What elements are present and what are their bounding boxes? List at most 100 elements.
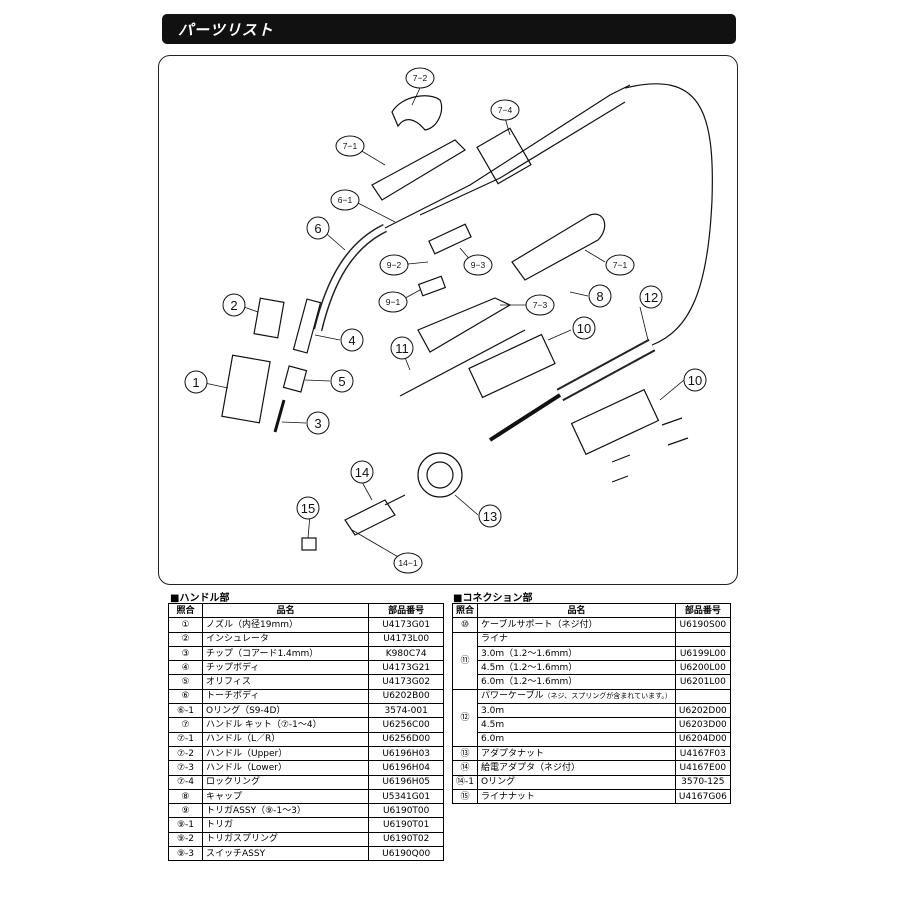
ref-cell: ⑬ bbox=[451, 745, 479, 762]
code-cell: K980C74 bbox=[368, 645, 444, 662]
cable-support-shape bbox=[468, 333, 556, 399]
name-cell: チップボディ bbox=[201, 660, 370, 676]
table-row: ⑩ ケーブルサポート（ネジ付） U6190S00 bbox=[451, 617, 731, 633]
name-cell: 3.0m（1.2～1.6mm） bbox=[477, 645, 676, 662]
name-cell: 6.0m（1.2～1.6mm） bbox=[477, 674, 676, 690]
callout-label: 7−1 bbox=[343, 141, 358, 151]
exploded-diagram-frame bbox=[158, 55, 738, 585]
code-cell: U4173G21 bbox=[368, 660, 444, 676]
ref-cell: ⑥-1 bbox=[168, 703, 203, 719]
name-cell: ハンドル キット（⑦-1～4） bbox=[201, 717, 370, 733]
name-cell: ライナナット bbox=[477, 788, 676, 805]
callout-label: 13 bbox=[483, 509, 497, 524]
connection-section-title: ■コネクション部 bbox=[453, 593, 533, 604]
name-cell: オリフィス bbox=[201, 674, 370, 690]
nozzle-shape bbox=[221, 354, 271, 424]
switch-shape bbox=[428, 223, 472, 255]
callout-label: 3 bbox=[314, 416, 321, 431]
orifice-shape bbox=[282, 365, 308, 393]
callout-label: 1 bbox=[192, 375, 199, 390]
code-cell: U6190T02 bbox=[368, 831, 444, 848]
handle-section-title: ■ハンドル部 bbox=[170, 593, 230, 604]
ref-cell: ⑨ bbox=[168, 803, 203, 819]
ref-cell: ⑫ bbox=[451, 688, 479, 747]
ref-cell: ⑨-3 bbox=[168, 846, 203, 862]
callout-label: 11 bbox=[395, 341, 409, 356]
code-cell: U4167E00 bbox=[674, 760, 731, 776]
table-row: 4.5m（1.2～1.6mm） U6200L00 bbox=[453, 660, 731, 676]
cable-line bbox=[624, 83, 713, 346]
callout-14: 14 bbox=[350, 460, 374, 484]
callout-6: 6 bbox=[306, 216, 330, 240]
code-cell: U6190T00 bbox=[368, 803, 444, 819]
handle-lower-shape bbox=[417, 297, 512, 353]
code-cell: U6202D00 bbox=[674, 703, 731, 719]
handle-left-shape bbox=[371, 139, 466, 201]
code-cell: U6256C00 bbox=[368, 717, 444, 733]
code-cell: U6204D00 bbox=[674, 731, 731, 747]
callout-label: 9−1 bbox=[386, 297, 401, 307]
code-cell: U6190T01 bbox=[368, 817, 444, 833]
callout-label: 7−4 bbox=[498, 105, 513, 115]
callout-label: 2 bbox=[230, 298, 237, 313]
trigger-shape bbox=[417, 275, 447, 297]
callout-11: 11 bbox=[390, 336, 414, 360]
callout-3: 3 bbox=[306, 411, 330, 435]
group-title-cell: パワーケーブル（ネジ、スプリングが含まれています。） bbox=[477, 688, 676, 705]
callout-label: 14 bbox=[355, 465, 369, 480]
code-cell: U6199L00 bbox=[674, 645, 731, 662]
table-row: 3.0m（1.2～1.6mm） U6199L00 bbox=[453, 645, 731, 662]
handle-upper-shape bbox=[391, 95, 443, 131]
callout-7−3: 7−3 bbox=[525, 294, 555, 316]
name-cell: スイッチASSY bbox=[201, 846, 370, 862]
name-header: 品名 bbox=[201, 602, 370, 619]
callout-label: 12 bbox=[644, 290, 658, 305]
code-cell: U6200L00 bbox=[674, 660, 731, 676]
code-cell: U4173G02 bbox=[368, 674, 444, 690]
table-row: 6.0m U6204D00 bbox=[453, 731, 731, 747]
page-title-bar: パーツリスト bbox=[162, 14, 736, 44]
callout-label: 4 bbox=[348, 333, 355, 348]
ref-cell: ⑧ bbox=[168, 788, 203, 805]
table-header-row: 照合 品名 部品番号 bbox=[451, 602, 731, 619]
code-cell: U6196H05 bbox=[368, 774, 444, 790]
adapter-nut-shape bbox=[417, 452, 463, 498]
callout-9−3: 9−3 bbox=[463, 254, 493, 276]
ref-cell: ③ bbox=[168, 645, 203, 662]
ref-cell: ⑭ bbox=[451, 760, 479, 776]
callout-label: 10 bbox=[688, 373, 702, 388]
callout-6−1: 6−1 bbox=[330, 189, 360, 211]
ref-cell: ⑦-1 bbox=[168, 731, 203, 747]
callout-9−2: 9−2 bbox=[379, 254, 409, 276]
callout-15: 15 bbox=[296, 496, 320, 520]
group-title: パワーケーブル bbox=[481, 691, 544, 702]
callout-label: 10 bbox=[577, 321, 591, 336]
callout-label: 9−2 bbox=[387, 260, 402, 270]
name-cell: ケーブルサポート（ネジ付） bbox=[477, 617, 676, 633]
ref-cell: ② bbox=[168, 631, 203, 647]
name-cell: 6.0m bbox=[477, 731, 676, 747]
name-cell: キャップ bbox=[201, 788, 370, 805]
name-cell: ハンドル（Upper） bbox=[201, 745, 370, 762]
name-cell: Oリング（S9-4D） bbox=[201, 703, 370, 719]
tip-body-shape bbox=[292, 298, 322, 354]
code-cell: U6256D00 bbox=[368, 731, 444, 747]
name-cell: 4.5m（1.2～1.6mm） bbox=[477, 660, 676, 676]
name-cell: インシュレータ bbox=[201, 631, 370, 647]
callout-label: 8 bbox=[596, 289, 603, 304]
ref-cell: ⑤ bbox=[168, 674, 203, 690]
name-cell: アダプタナット bbox=[477, 745, 676, 762]
ref-header: 照合 bbox=[168, 602, 203, 619]
callout-label: 15 bbox=[301, 501, 315, 516]
callout-13: 13 bbox=[478, 504, 502, 528]
table-header-row: 照合 品名 部品番号 bbox=[168, 602, 444, 619]
